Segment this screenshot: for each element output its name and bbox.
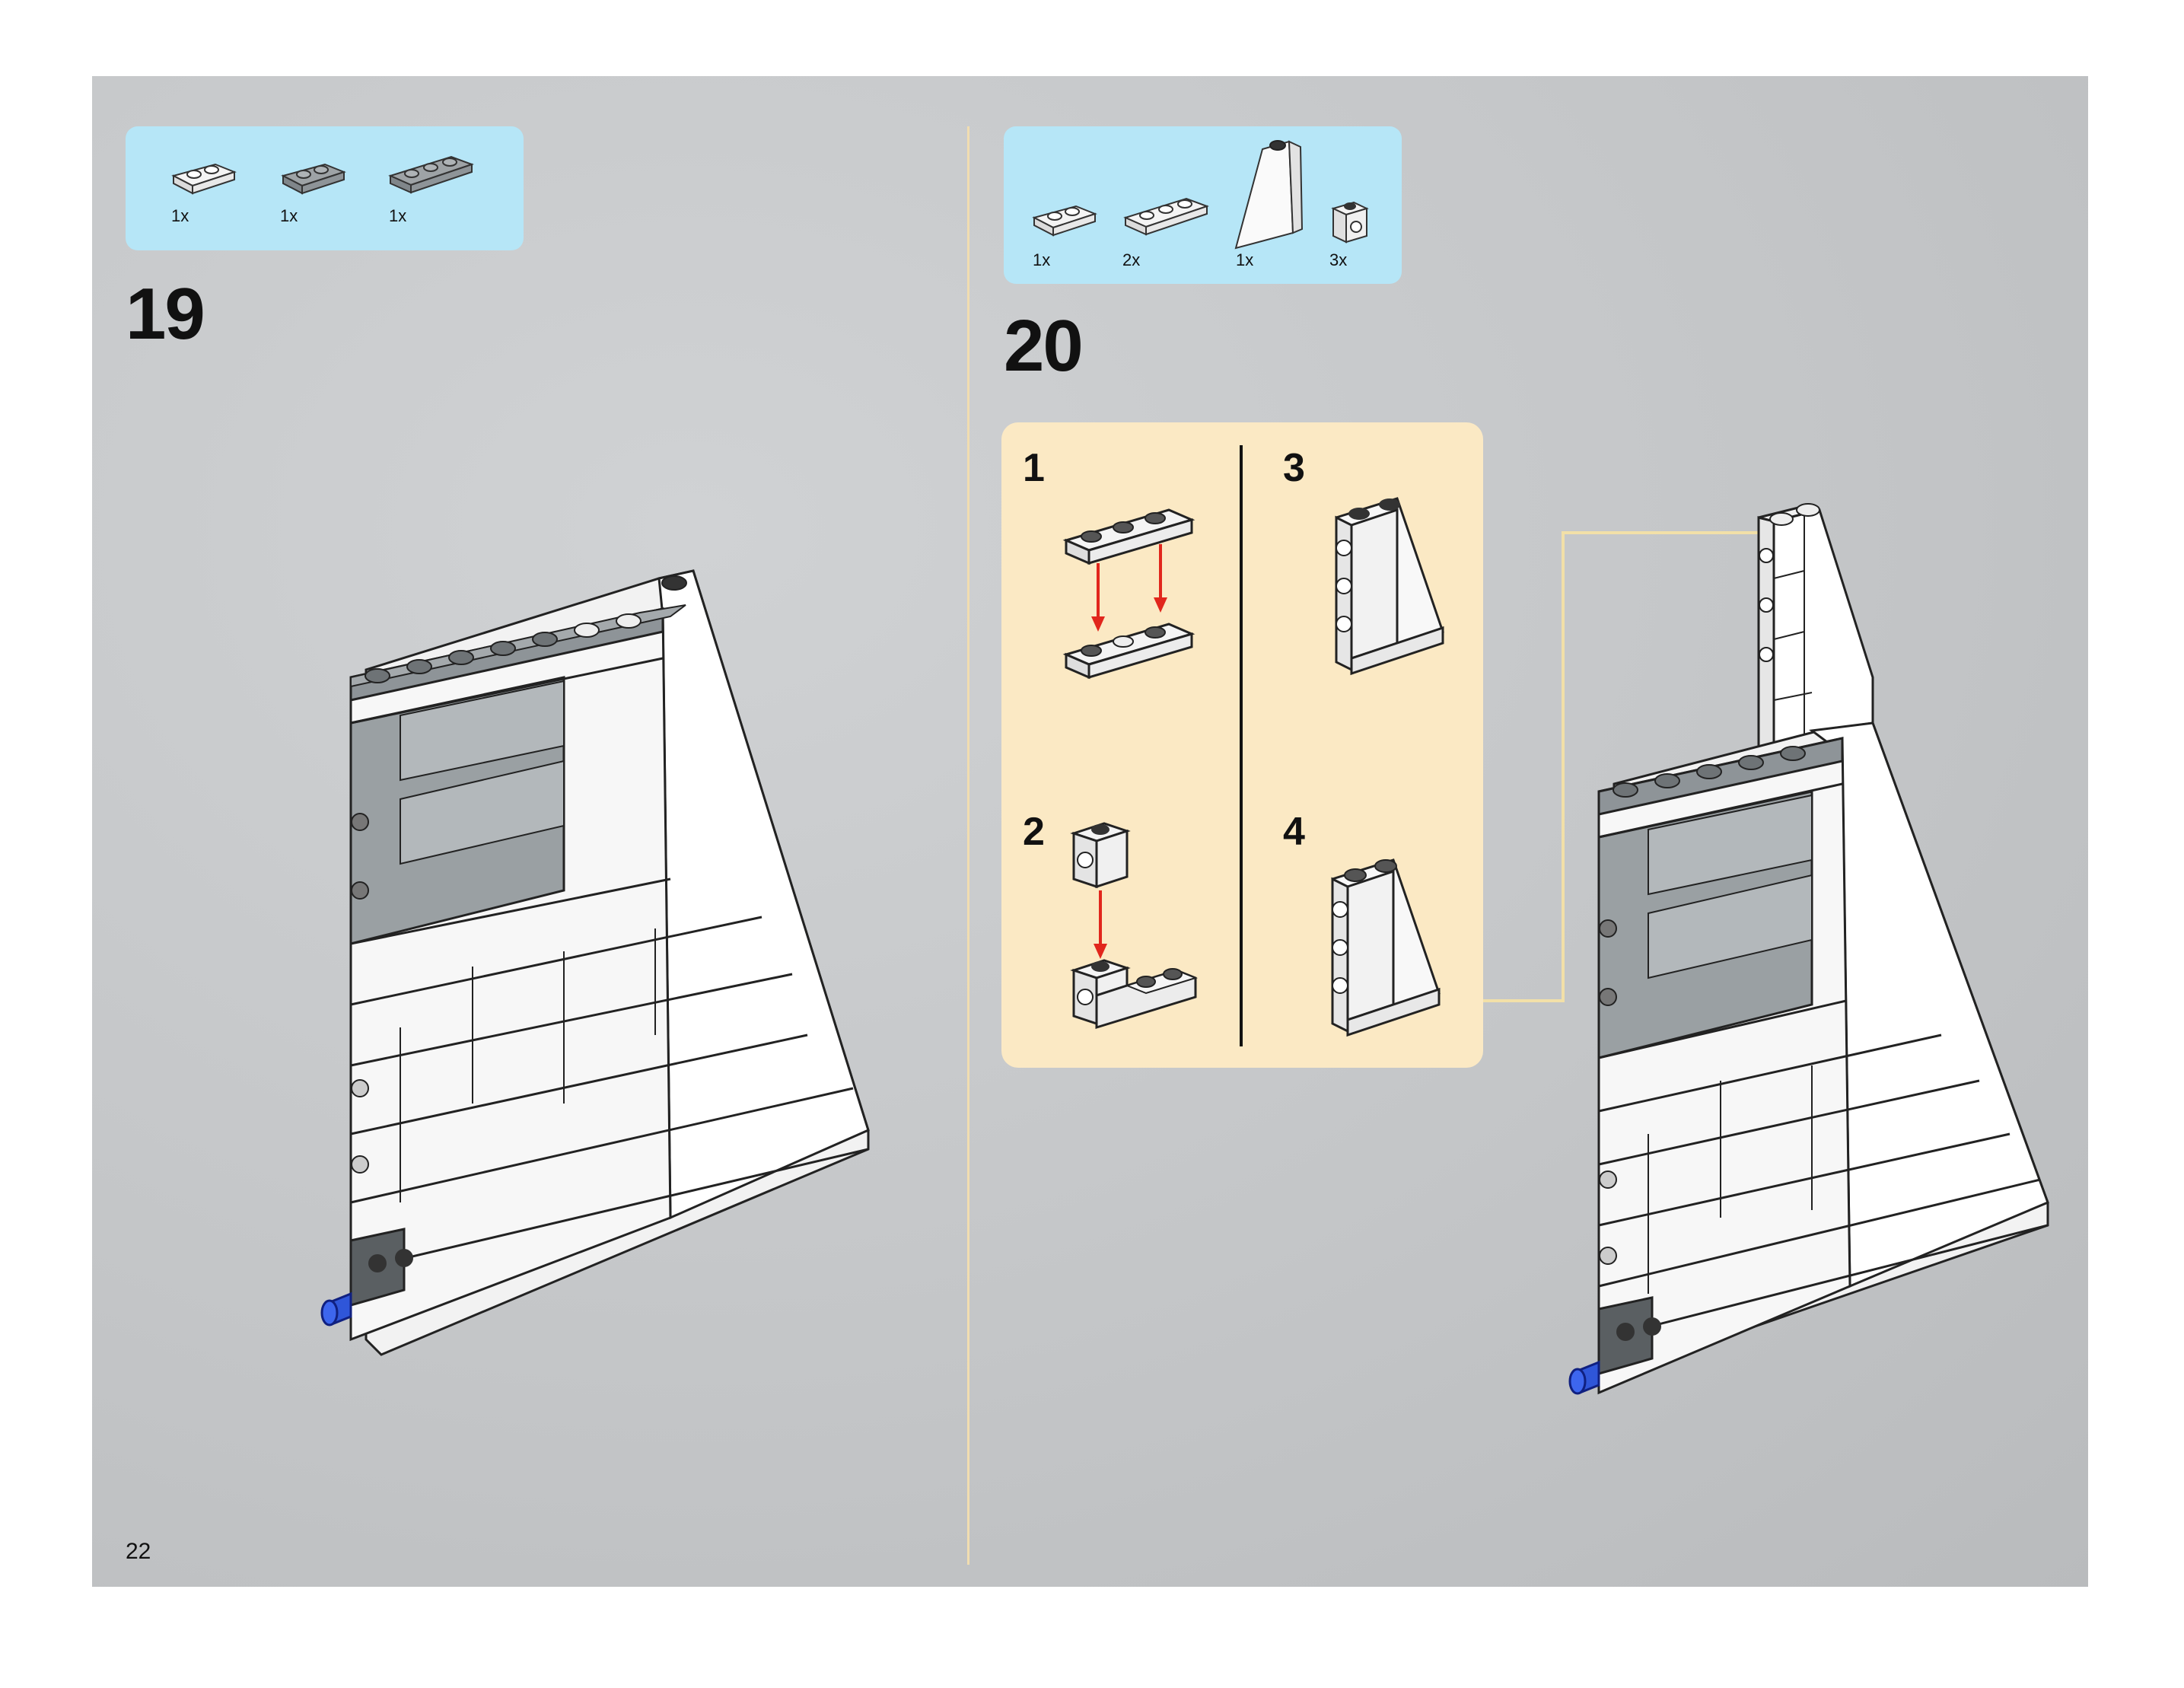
step19-part1-qty: 1x [171, 206, 189, 226]
step20-part2-qty: 2x [1122, 250, 1140, 270]
step19-part2-qty: 1x [280, 206, 298, 226]
substep-3-illustration [1329, 491, 1473, 696]
step19-part3-qty: 1x [389, 206, 406, 226]
step19-parts-box: 1x 1x 1x [126, 126, 524, 250]
step20-part3-qty: 1x [1236, 250, 1253, 270]
substeps-divider [1240, 445, 1243, 1046]
substep-1-number: 1 [1023, 445, 1045, 491]
substep-4-number: 4 [1283, 809, 1305, 855]
substep-2-illustration [1070, 814, 1215, 1043]
part-white-plate-1x3-icon [1122, 191, 1213, 244]
part-white-slope-tall-icon [1232, 138, 1308, 252]
step20-wall-model [1584, 434, 2088, 1355]
step19-number: 19 [126, 272, 204, 356]
part-grey-plate-1x3-icon [387, 149, 478, 202]
step20-parts-box: 1x 2x 1x 3x [1004, 126, 1402, 284]
step20-part4-qty: 3x [1329, 250, 1347, 270]
part-white-plate-1x2-icon [1030, 199, 1099, 244]
part-white-brick-1x1-side-stud-icon [1327, 195, 1373, 248]
page-divider [967, 126, 969, 1565]
page-number: 22 [126, 1539, 151, 1565]
step20-substeps-panel: 1 2 3 4 [1001, 422, 1483, 1068]
substep-1-illustration [1062, 506, 1207, 696]
part-white-plate-1x2-icon [170, 157, 238, 202]
substep-3-number: 3 [1283, 445, 1305, 491]
step19-wall-model [336, 571, 883, 1355]
substep-4-illustration [1325, 852, 1469, 1058]
substep-2-number: 2 [1023, 809, 1045, 855]
part-grey-plate-1x2-icon [279, 157, 348, 202]
instruction-page: 1x 1x 1x 19 [92, 76, 2088, 1587]
step20-number: 20 [1004, 304, 1082, 388]
step20-part1-qty: 1x [1033, 250, 1050, 270]
